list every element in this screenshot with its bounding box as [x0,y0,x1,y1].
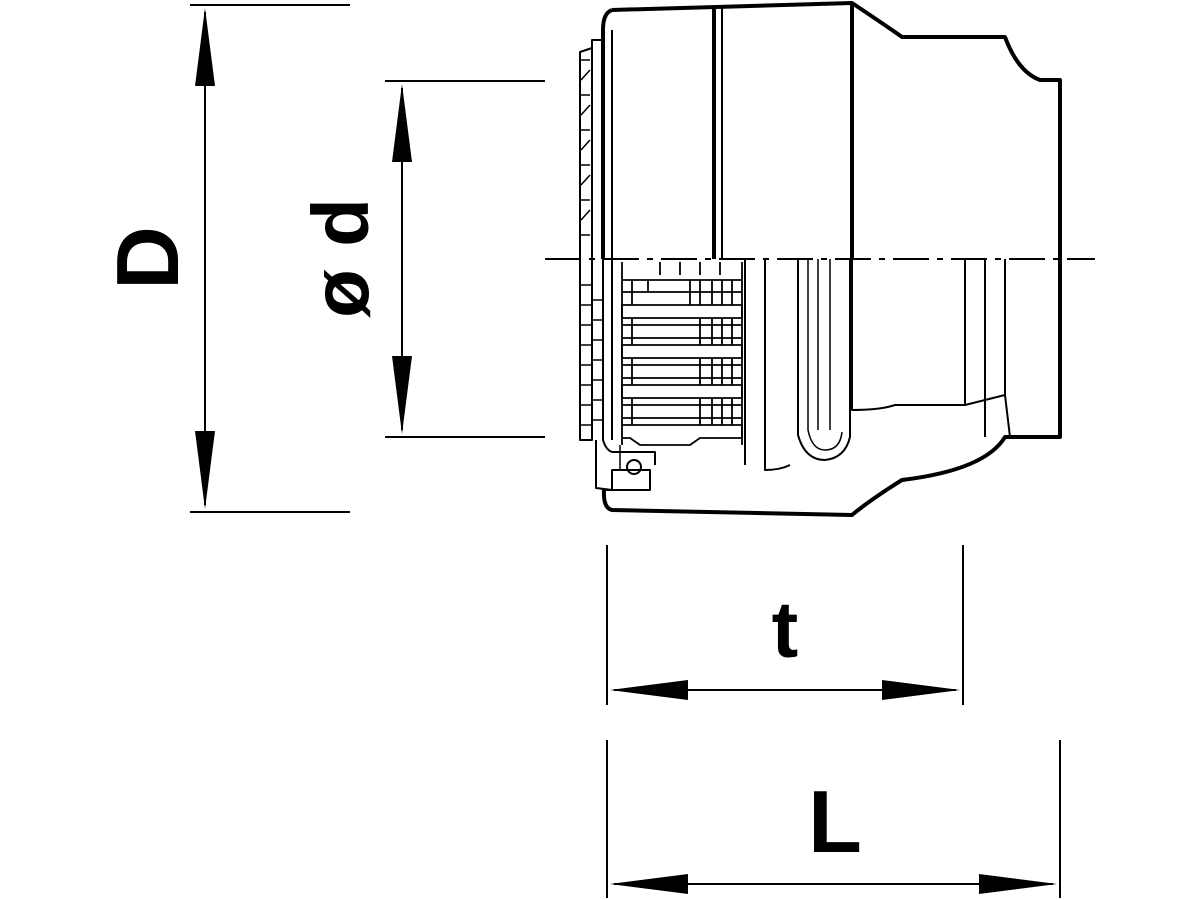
grip-ring-lower [602,259,613,453]
bore-step [851,259,1006,411]
arrowhead [610,874,688,894]
dimension-d: ø d [296,80,545,438]
o-ring-groove [807,259,843,451]
inner-sleeve [764,259,791,471]
arrowhead [392,84,412,162]
dimension-t: t [606,545,964,705]
arrowhead [882,680,960,700]
dimension-D: D [98,4,350,513]
dimension-L: L [606,740,1061,898]
grip-ticks [580,284,592,426]
bore-line [1004,394,1011,438]
grip-ring-lower [579,259,593,441]
release-collar [595,440,651,491]
label-L: L [808,772,862,871]
arrowhead [392,356,412,434]
grip-ticks [580,69,591,221]
arrowhead [195,8,215,86]
o-ring-groove [797,259,851,461]
arrowhead [610,680,688,700]
label-t: t [772,585,799,674]
fitting-outline [601,1,1062,517]
gripping-teeth [621,262,743,446]
arrowhead [195,431,215,509]
fitting-outline-left [601,8,613,259]
release-collar [612,451,656,465]
label-D: D [98,226,197,290]
label-d: ø d [296,198,385,318]
pipe-fitting [579,1,1062,517]
arrowhead [979,874,1057,894]
collar-pin [626,459,642,475]
grip-ring [591,39,603,259]
grip-ring [579,47,593,259]
grip-ticks [580,59,590,236]
grip-ticks [592,299,603,421]
